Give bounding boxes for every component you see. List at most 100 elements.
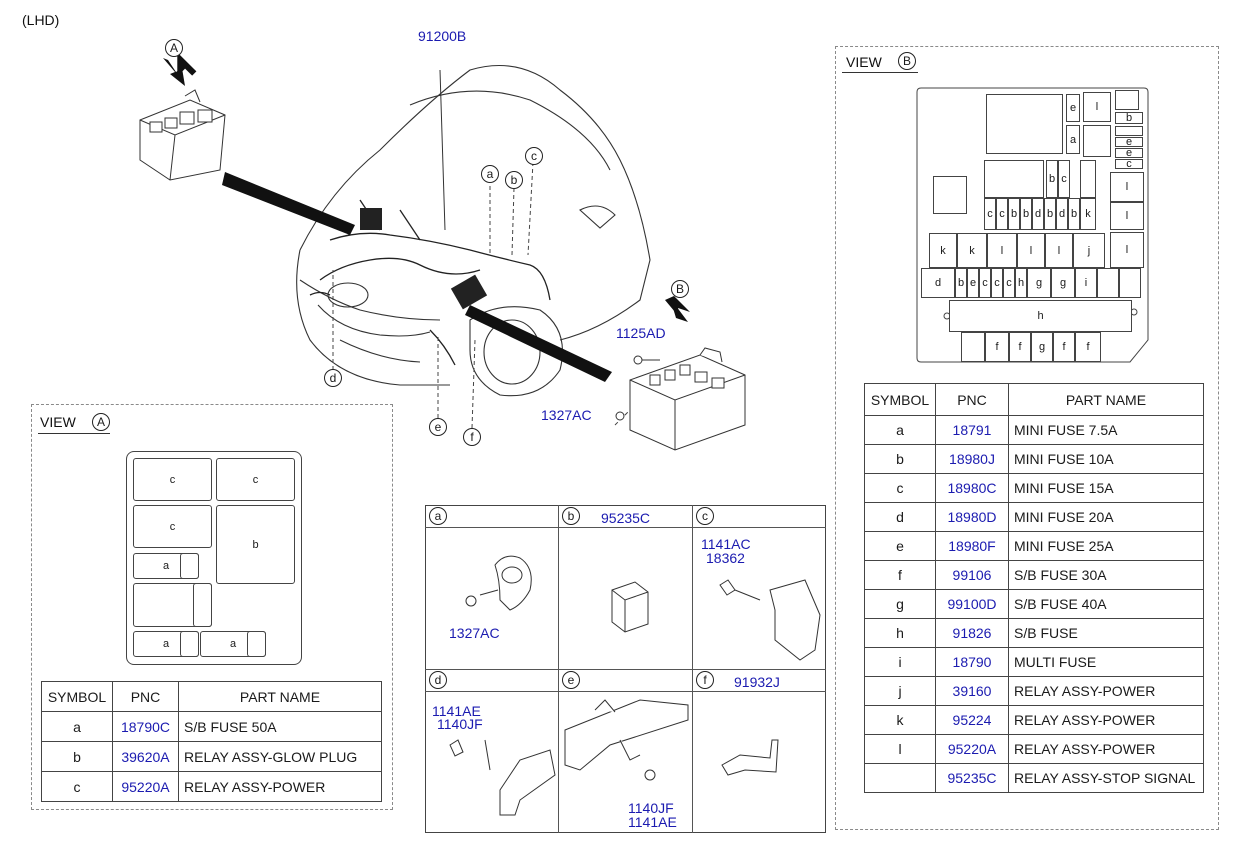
- view-b-slot-blank[interactable]: [1115, 126, 1143, 136]
- view-a-slot-c2[interactable]: c: [216, 458, 295, 501]
- view-b-slot[interactable]: l: [1017, 233, 1045, 268]
- view-a-slot-a2[interactable]: a: [133, 631, 199, 657]
- view-b-slot[interactable]: l: [1083, 92, 1111, 122]
- view-b-slot[interactable]: k: [929, 233, 957, 268]
- view-a-slot-b[interactable]: b: [216, 505, 295, 584]
- callout-c[interactable]: c: [525, 147, 543, 165]
- view-b-slot[interactable]: a: [1066, 125, 1080, 154]
- view-b-slot[interactable]: b: [1115, 112, 1143, 124]
- detail-cell-a-letter[interactable]: a: [429, 507, 447, 525]
- table-cell-pnc[interactable]: 91826: [935, 618, 1009, 648]
- table-cell-pnc[interactable]: 18980D: [935, 502, 1009, 532]
- nut-pnc-label[interactable]: 1327AC: [541, 407, 592, 423]
- table-cell-pnc[interactable]: 99106: [935, 560, 1009, 590]
- view-a-slot-blank[interactable]: [133, 583, 212, 627]
- view-b-slot-blank-left[interactable]: [933, 176, 967, 214]
- callout-e[interactable]: e: [429, 418, 447, 436]
- view-a-marker[interactable]: A: [165, 39, 183, 57]
- view-b-marker[interactable]: B: [671, 280, 689, 298]
- view-b-slot[interactable]: b: [1068, 198, 1080, 230]
- table-cell-pnc[interactable]: 95224: [935, 705, 1009, 735]
- view-b-slot[interactable]: g: [1031, 332, 1053, 362]
- detail-cell-c-label-1[interactable]: 1141AC: [701, 536, 751, 552]
- callout-f[interactable]: f: [463, 428, 481, 446]
- view-b-slot[interactable]: b: [1020, 198, 1032, 230]
- view-b-slot[interactable]: c: [979, 268, 991, 298]
- view-b-slot[interactable]: e: [1066, 94, 1080, 122]
- view-b-slot[interactable]: l: [987, 233, 1017, 268]
- detail-cell-c-label-2[interactable]: 18362: [706, 550, 745, 566]
- view-b-slot[interactable]: g: [1051, 268, 1075, 298]
- view-a-slot-a3[interactable]: a: [200, 631, 266, 657]
- view-b-slot[interactable]: d: [1032, 198, 1044, 230]
- callout-a[interactable]: a: [481, 165, 499, 183]
- table-cell-pnc[interactable]: 18790C: [112, 711, 179, 742]
- detail-cell-e-letter[interactable]: e: [562, 671, 580, 689]
- view-b-slot-blank[interactable]: [961, 332, 985, 362]
- view-b-slot[interactable]: e: [967, 268, 979, 298]
- view-b-slot[interactable]: d: [1056, 198, 1068, 230]
- detail-cell-c-letter[interactable]: c: [696, 507, 714, 525]
- table-row[interactable]: c 95220A RELAY ASSY-POWER: [41, 771, 382, 802]
- view-b-slot[interactable]: l: [1045, 233, 1073, 268]
- view-a-slot-c1[interactable]: c: [133, 458, 212, 501]
- view-b-slot[interactable]: h: [1015, 268, 1027, 298]
- view-b-slot[interactable]: b: [955, 268, 967, 298]
- view-b-slot[interactable]: k: [1080, 198, 1096, 230]
- table-row[interactable]: a 18790C S/B FUSE 50A: [41, 711, 382, 742]
- view-b-slot[interactable]: k: [957, 233, 987, 268]
- harness-pnc-label[interactable]: 91200B: [418, 28, 467, 44]
- view-b-slot-blank[interactable]: [1115, 90, 1139, 110]
- view-b-slot[interactable]: e: [1115, 136, 1143, 148]
- callout-b[interactable]: b: [505, 171, 523, 189]
- detail-cell-b-pnc[interactable]: 95235C: [601, 510, 651, 526]
- view-b-slot[interactable]: f: [1053, 332, 1075, 362]
- view-b-slot[interactable]: f: [985, 332, 1009, 362]
- view-b-slot-blank-top[interactable]: [986, 94, 1063, 154]
- view-b-slot[interactable]: e: [1115, 147, 1143, 159]
- detail-cell-b-letter[interactable]: b: [562, 507, 580, 525]
- callout-d[interactable]: d: [324, 369, 342, 387]
- view-b-slot[interactable]: b: [1008, 198, 1020, 230]
- view-b-slot[interactable]: g: [1027, 268, 1051, 298]
- view-b-slot[interactable]: c: [1003, 268, 1015, 298]
- view-b-slot[interactable]: f: [1075, 332, 1101, 362]
- view-b-slot-blank[interactable]: [1083, 125, 1111, 157]
- table-cell-pnc[interactable]: 18791: [935, 415, 1009, 445]
- view-b-slot[interactable]: l: [1110, 232, 1144, 268]
- view-b-slot-blank[interactable]: [1080, 160, 1096, 198]
- detail-cell-a-label[interactable]: 1327AC: [449, 625, 500, 641]
- bolt-pnc-label[interactable]: 1125AD: [616, 325, 666, 341]
- view-b-slot-blank[interactable]: [1097, 268, 1119, 298]
- table-cell-pnc[interactable]: 39620A: [112, 741, 179, 772]
- detail-cell-f-letter[interactable]: f: [696, 671, 714, 689]
- view-b-slot-blank[interactable]: [1119, 268, 1141, 298]
- view-b-slot[interactable]: l: [1110, 172, 1144, 202]
- view-b-slot[interactable]: b: [1044, 198, 1056, 230]
- view-b-slot[interactable]: c: [1058, 160, 1070, 198]
- table-cell-pnc[interactable]: 95220A: [935, 734, 1009, 764]
- view-b-slot[interactable]: c: [1115, 158, 1143, 170]
- view-b-slot[interactable]: f: [1009, 332, 1031, 362]
- view-b-slot[interactable]: c: [996, 198, 1008, 230]
- table-cell-pnc[interactable]: 18980C: [935, 473, 1009, 503]
- view-b-slot[interactable]: i: [1075, 268, 1097, 298]
- view-b-slot[interactable]: d: [921, 268, 955, 298]
- view-b-slot-blank[interactable]: [984, 160, 1044, 198]
- view-a-slot-c3[interactable]: c: [133, 505, 212, 548]
- view-a-slot-a1[interactable]: a: [133, 553, 199, 579]
- table-cell-pnc[interactable]: 39160: [935, 676, 1009, 706]
- view-b-slot[interactable]: b: [1046, 160, 1058, 198]
- table-cell-pnc[interactable]: 95220A: [112, 771, 179, 802]
